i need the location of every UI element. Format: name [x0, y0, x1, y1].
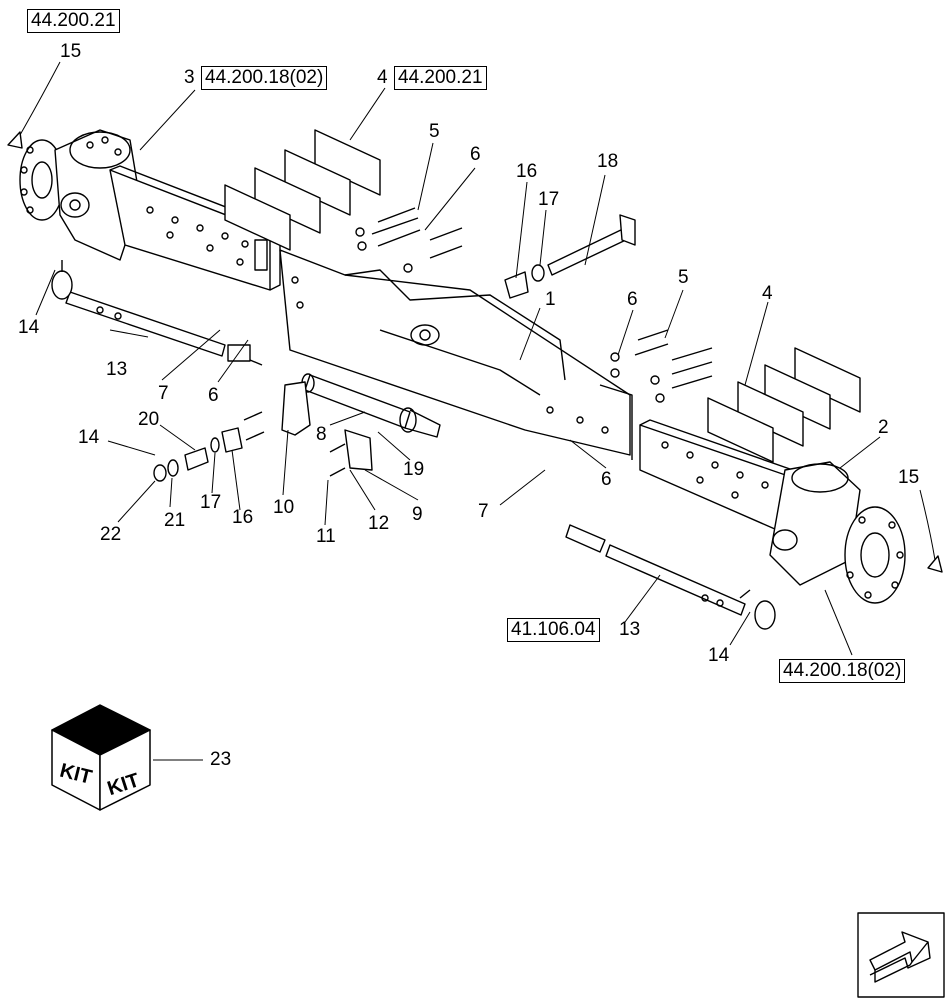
callout-8: 8 [316, 424, 327, 445]
hardware-stack [153, 411, 346, 482]
callout-9: 9 [412, 504, 423, 525]
left-wheel-hub [19, 129, 141, 261]
right-wheel-hub [769, 461, 906, 604]
callout-7: 7 [158, 383, 169, 404]
callout-18: 18 [597, 151, 619, 172]
callout-23: 23 [210, 749, 232, 770]
arrow-15-left [7, 131, 23, 149]
callout-17: 17 [538, 189, 560, 210]
callout-17: 17 [200, 492, 222, 513]
left-tie-rod [51, 260, 263, 366]
callout-6: 6 [627, 289, 638, 310]
callout-13: 13 [619, 619, 641, 640]
left-shim-plates [224, 129, 381, 251]
callout-5: 5 [678, 267, 689, 288]
callout-6: 6 [208, 385, 219, 406]
center-axle-housing [279, 249, 633, 460]
callout-3: 3 [184, 67, 195, 88]
callout-2: 2 [878, 417, 889, 438]
arrow-15-right [927, 555, 943, 573]
callout-6: 6 [601, 469, 612, 490]
callout-4: 4 [762, 283, 773, 304]
bracket-9 [344, 429, 373, 471]
callout-14: 14 [78, 427, 100, 448]
ref-box-3[interactable]: 44.200.18(02) [201, 66, 328, 90]
callout-19: 19 [403, 459, 425, 480]
callout-7: 7 [478, 501, 489, 522]
callout-13: 13 [106, 359, 128, 380]
callout-14: 14 [18, 317, 40, 338]
top-bolts [355, 207, 463, 273]
ref-box-steering[interactable]: 41.106.04 [507, 618, 600, 642]
callout-1: 1 [545, 289, 556, 310]
callout-20: 20 [138, 409, 160, 430]
ref-box-4[interactable]: 44.200.21 [394, 66, 487, 90]
corner-arrow-icon [857, 912, 945, 998]
callout-16: 16 [516, 161, 538, 182]
callout-5: 5 [429, 121, 440, 142]
callout-14: 14 [708, 645, 730, 666]
kit-box-icon [51, 704, 151, 811]
pivot-pin [504, 214, 636, 299]
right-shim-plates [707, 347, 861, 463]
callout-21: 21 [164, 510, 186, 531]
ref-box-bottom-right[interactable]: 44.200.18(02) [779, 659, 906, 683]
leader-lines [19, 61, 936, 761]
right-tie-rod [565, 524, 776, 630]
ref-box-top-left[interactable]: 44.200.21 [27, 9, 120, 33]
callout-16: 16 [232, 507, 254, 528]
callout-6: 6 [470, 144, 481, 165]
callout-10: 10 [273, 497, 295, 518]
callout-12: 12 [368, 513, 390, 534]
callout-22: 22 [100, 524, 122, 545]
callout-15: 15 [898, 467, 920, 488]
callout-11: 11 [316, 526, 336, 547]
right-bolts [610, 329, 713, 403]
callout-15: 15 [60, 41, 82, 62]
bracket-10 [281, 381, 311, 436]
callout-4: 4 [377, 67, 388, 88]
